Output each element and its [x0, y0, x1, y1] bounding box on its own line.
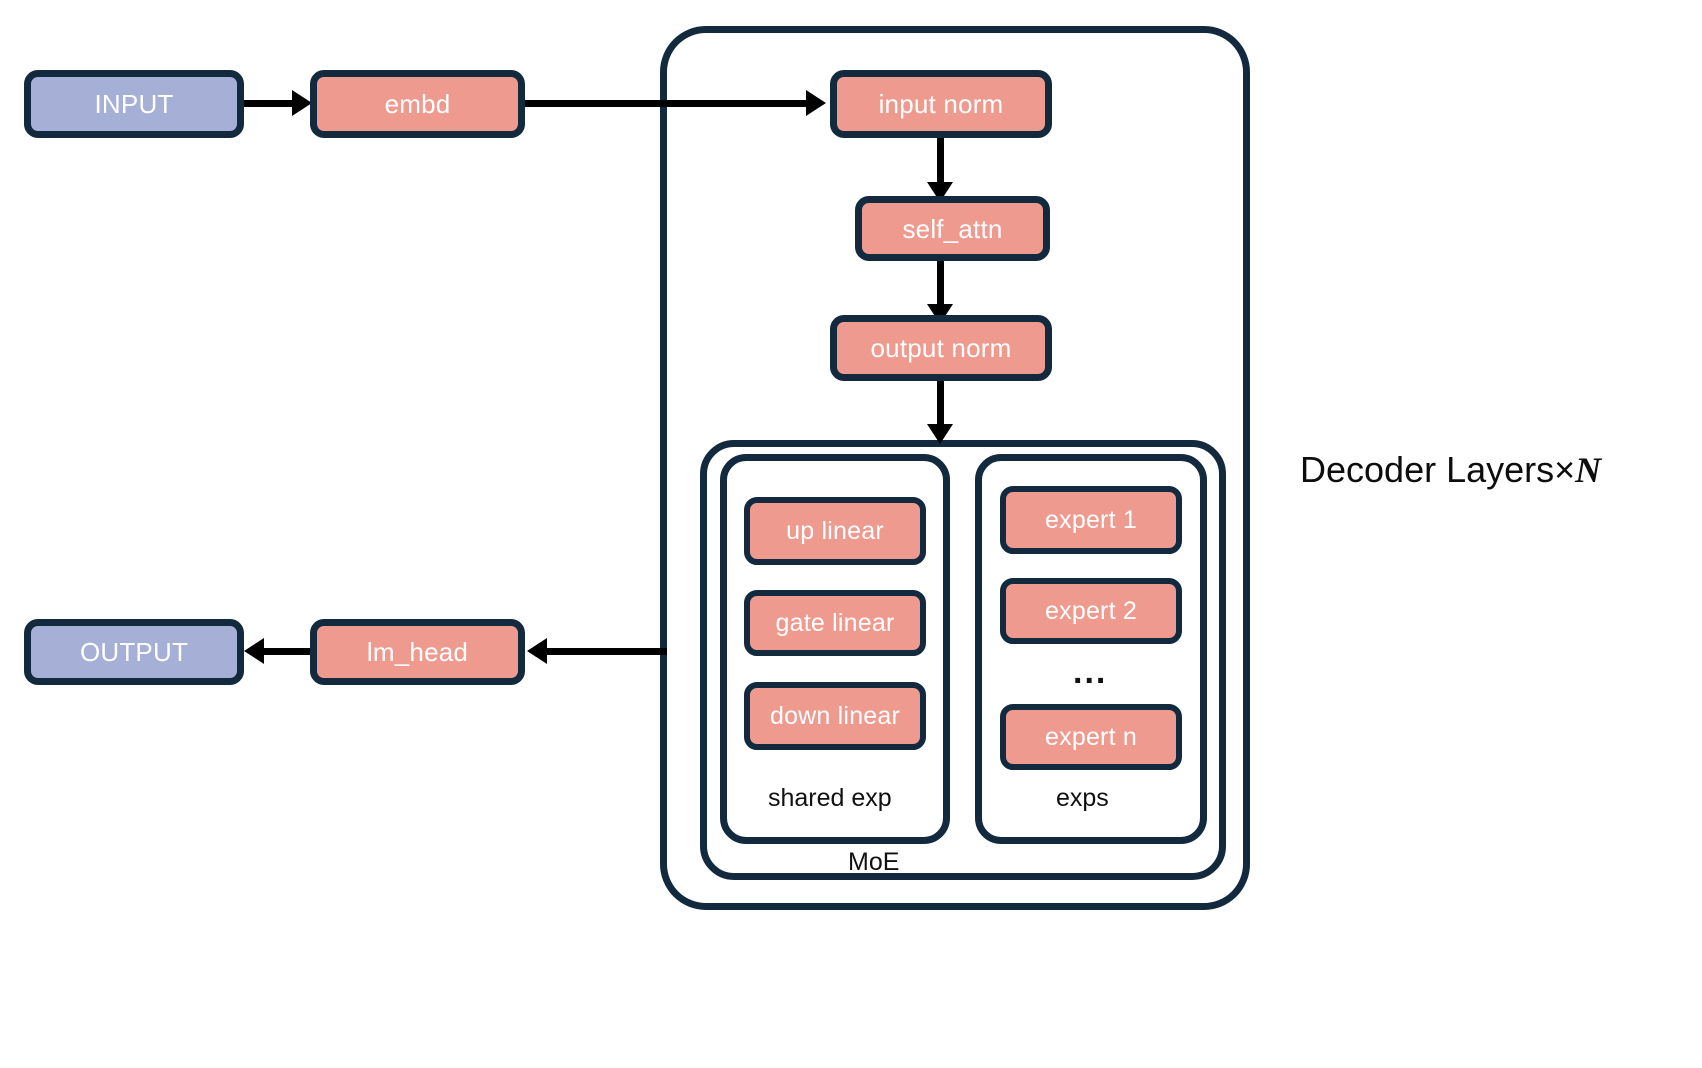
edge-embd-to-input-norm: [525, 100, 810, 107]
moe-container: [700, 440, 1226, 880]
node-down-linear[interactable]: down linear: [744, 682, 926, 750]
node-output-norm-label: output norm: [870, 333, 1012, 363]
node-input[interactable]: INPUT: [24, 70, 244, 138]
node-input-norm[interactable]: input norm: [830, 70, 1052, 138]
node-self-attn-label: self_attn: [902, 213, 1003, 244]
shared-exp-label: shared exp: [768, 784, 892, 812]
edge-self-attn-to-output-norm: [937, 261, 944, 309]
edge-input-to-embd: [244, 100, 294, 107]
node-expert-1-label: expert 1: [1045, 505, 1137, 534]
node-embd-label: embd: [384, 89, 451, 119]
exps-label: exps: [1056, 784, 1109, 812]
shared-exp-container: [720, 454, 950, 844]
node-up-linear-label: up linear: [786, 516, 884, 545]
arrowhead-output-norm-to-moe: [927, 424, 953, 444]
node-expert-2[interactable]: expert 2: [1000, 578, 1182, 644]
node-gate-linear-label: gate linear: [775, 608, 895, 637]
node-output-norm[interactable]: output norm: [830, 315, 1052, 381]
arrowhead-lm-head-to-output: [244, 638, 264, 664]
node-gate-linear[interactable]: gate linear: [744, 590, 926, 656]
node-expert-n-label: expert n: [1045, 722, 1137, 751]
node-lm-head[interactable]: lm_head: [310, 619, 525, 685]
node-expert-n[interactable]: expert n: [1000, 704, 1182, 770]
node-self-attn[interactable]: self_attn: [855, 196, 1050, 261]
node-input-label: INPUT: [94, 89, 174, 119]
edge-layer-to-lm-head: [545, 648, 667, 655]
exps-container: [975, 454, 1207, 844]
decoder-layers-count: N: [1575, 450, 1602, 490]
decoder-layer-container: [660, 26, 1250, 910]
edge-output-norm-to-moe: [937, 381, 944, 429]
arrowhead-layer-to-lm-head: [527, 638, 547, 664]
decoder-layers-caption-text: Decoder Layers×: [1300, 449, 1576, 490]
moe-label: MoE: [848, 848, 900, 876]
decoder-layers-caption: Decoder Layers×N: [1300, 449, 1602, 490]
node-expert-1[interactable]: expert 1: [1000, 486, 1182, 554]
node-output[interactable]: OUTPUT: [24, 619, 244, 685]
node-output-label: OUTPUT: [79, 637, 189, 667]
arrowhead-input-to-embd: [292, 90, 312, 116]
node-embd[interactable]: embd: [310, 70, 525, 138]
experts-ellipsis-label: ...: [1073, 653, 1108, 691]
node-lm-head-label: lm_head: [366, 637, 469, 667]
node-input-norm-label: input norm: [878, 89, 1004, 119]
node-up-linear[interactable]: up linear: [744, 497, 926, 565]
arrowhead-embd-to-input-norm: [806, 90, 826, 116]
node-down-linear-label: down linear: [769, 701, 901, 730]
edge-lm-head-to-output: [262, 648, 312, 655]
edge-input-norm-to-self-attn: [937, 138, 944, 186]
node-expert-2-label: expert 2: [1045, 596, 1137, 625]
